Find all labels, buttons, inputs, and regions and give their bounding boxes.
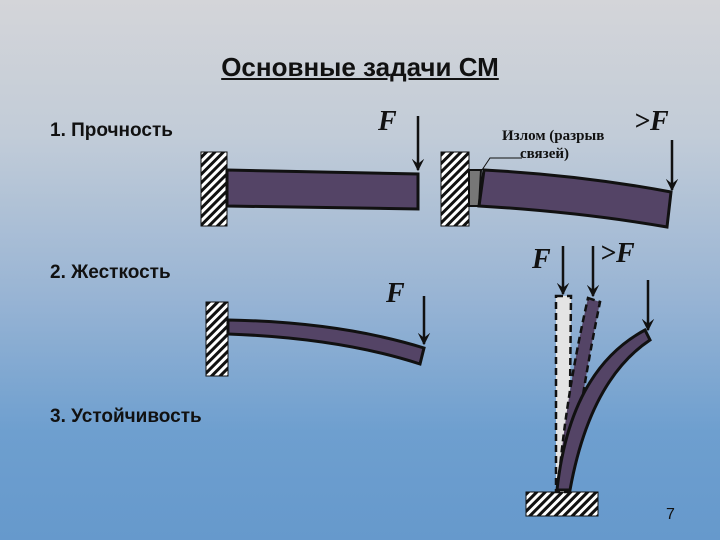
greater-force-label: >F xyxy=(600,238,635,269)
item-stability: 3. Устойчивость xyxy=(50,406,202,427)
force-label: F xyxy=(531,244,551,275)
stability-column: F >F xyxy=(525,238,655,517)
wall-support xyxy=(205,301,229,377)
buckled-column xyxy=(555,327,652,492)
greater-force-label: >F xyxy=(634,106,669,137)
fracture-note-1: Излом (разрыв xyxy=(502,128,604,144)
page-number: 7 xyxy=(666,506,675,523)
wall-support xyxy=(440,151,470,227)
ground-support xyxy=(525,491,599,517)
beam xyxy=(477,168,673,229)
force-label: F xyxy=(377,106,397,137)
item-strength: 1. Прочность xyxy=(50,120,173,141)
beam xyxy=(226,318,426,366)
beam xyxy=(225,168,420,211)
wall-support xyxy=(200,151,228,227)
strength-beam-broken: Излом (разрыв связей) >F xyxy=(440,106,679,229)
item-stiffness: 2. Жесткость xyxy=(50,262,171,283)
slide-title: Основные задачи СМ xyxy=(221,52,499,82)
stiffness-beam: F xyxy=(205,278,431,377)
strength-beam-intact: F xyxy=(200,106,425,227)
fracture-note-2: связей) xyxy=(520,146,569,162)
force-label: F xyxy=(385,278,405,309)
fracture-leader-line xyxy=(481,157,522,171)
